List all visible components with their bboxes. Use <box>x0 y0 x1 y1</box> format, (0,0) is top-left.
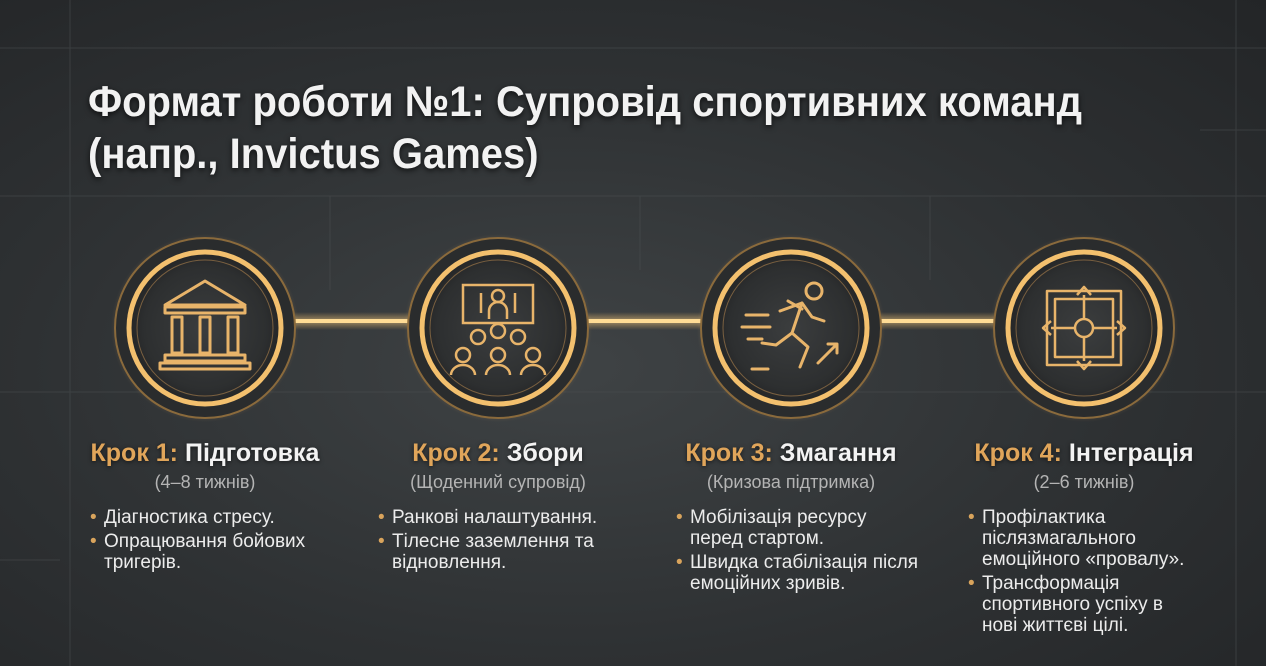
institution-icon <box>158 279 252 371</box>
step-2-bullets: Ранкові налаштування. Тілесне заземлення… <box>378 507 628 573</box>
list-item: Тілесне заземлення та відновлення. <box>378 531 607 573</box>
step-2-node <box>403 233 593 423</box>
step-2-card: Крок 2: Збори (Щоденний супровід) Ранков… <box>348 438 648 576</box>
step-1-duration: (4–8 тижнів) <box>154 472 256 492</box>
list-item: Діагностика стресу. <box>90 507 340 528</box>
step-4-name: Інтеграція <box>1068 439 1194 467</box>
step-2-name: Збори <box>506 439 584 467</box>
list-item: Мобілізація ресурсу перед стартом. <box>676 507 890 549</box>
step-2-number: Крок 2: <box>412 439 500 467</box>
group-session-icon <box>449 283 547 376</box>
step-3-card: Крок 3: Змагання (Кризова підтримка) Моб… <box>641 438 941 597</box>
step-3-title: Крок 3: Змагання <box>641 438 941 468</box>
step-1-card: Крок 1: Підготовка (4–8 тижнів) Діагност… <box>55 438 355 576</box>
page-title: Формат роботи №1: Супровід спортивних ко… <box>88 78 1083 178</box>
step-1-number: Крок 1: <box>90 439 179 467</box>
step-4-title: Крок 4: Інтеграція <box>934 438 1234 468</box>
step-4-duration: (2–6 тижнів) <box>1033 472 1135 492</box>
step-3-bullets: Мобілізація ресурсу перед стартом. Швидк… <box>676 507 921 594</box>
step-2-title: Крок 2: Збори <box>348 438 648 468</box>
step-4-card: Крок 4: Інтеграція (2–6 тижнів) Профілак… <box>934 438 1234 639</box>
step-1-node <box>110 233 300 423</box>
integration-arrows-icon <box>1041 285 1127 371</box>
step-1-title: Крок 1: Підготовка <box>55 438 355 468</box>
step-4-node <box>989 233 1179 423</box>
list-item: Опрацювання бойових тригерів. <box>90 531 340 573</box>
step-4-number: Крок 4: <box>974 439 1062 467</box>
list-item: Ранкові налаштування. <box>378 507 628 528</box>
list-item: Трансформація спортивного успіху в нові … <box>968 573 1172 636</box>
step-1-bullets: Діагностика стресу. Опрацювання бойових … <box>90 507 340 573</box>
list-item: Швидка стабілізація після емоційних зрив… <box>676 552 925 594</box>
list-item: Профілактика післязмагального емоційного… <box>968 507 1207 570</box>
step-4-bullets: Профілактика післязмагального емоційного… <box>968 507 1208 636</box>
step-1-name: Підготовка <box>184 439 320 467</box>
step-3-name: Змагання <box>779 439 897 467</box>
runner-icon <box>740 281 839 371</box>
step-3-number: Крок 3: <box>685 439 773 467</box>
step-2-duration: (Щоденний супровід) <box>410 472 586 492</box>
step-3-node <box>696 233 886 423</box>
step-3-duration: (Кризова підтримка) <box>706 472 876 492</box>
